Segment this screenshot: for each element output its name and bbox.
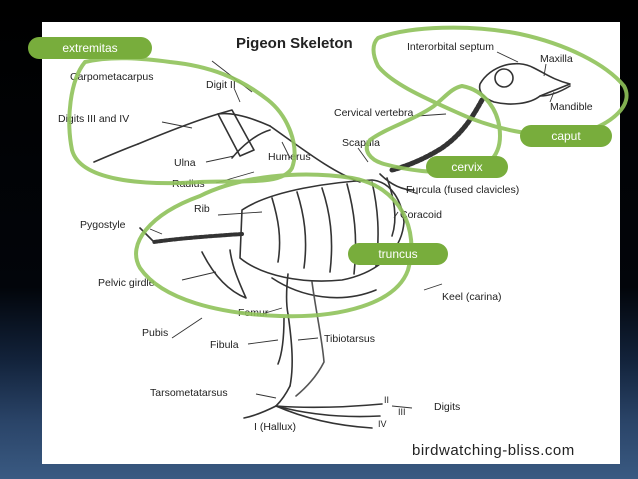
fibula-bone [277, 317, 285, 365]
rib-3 [321, 187, 333, 273]
carpometacarpus-bone [137, 113, 219, 145]
label-toe-ii: II [384, 395, 390, 405]
label-furcula: Furcula (fused clavicles) [406, 184, 520, 196]
tail-vertebrae [152, 232, 244, 244]
ribcage-outline [239, 179, 405, 282]
label-interorbital-septum: Interorbital septum [407, 41, 494, 53]
label-pygostyle: Pygostyle [80, 219, 126, 231]
label-carpometacarpus: Carpometacarpus [70, 71, 154, 83]
eye-orbit [494, 68, 514, 88]
forearm-frame [217, 109, 255, 157]
watermark: birdwatching-bliss.com [412, 442, 575, 459]
label-coracoid: Coracoid [400, 209, 443, 221]
skull-outline [478, 62, 571, 105]
label-tarsometatarsus: Tarsometatarsus [150, 387, 228, 399]
label-maxilla: Maxilla [540, 53, 573, 65]
label-digits: Digits [434, 401, 461, 413]
femur-bone [285, 273, 289, 315]
region-label-cervix: cervix [426, 156, 508, 178]
diagram-panel: Pigeon Skeleton Interorbital septum Maxi… [42, 22, 620, 464]
label-digits-iii-iv: Digits III and IV [58, 113, 130, 125]
pigeon-skeleton-drawing [93, 51, 571, 429]
rib-2 [296, 191, 307, 269]
region-label-extremitas: extremitas [28, 37, 152, 59]
ulna-bone [217, 112, 271, 127]
region-label-truncus: truncus [348, 243, 448, 265]
digit-bone [93, 143, 139, 163]
toe-3 [275, 405, 373, 429]
toe-2 [275, 405, 381, 418]
label-toe-iii: III [398, 407, 406, 417]
label-cervical-vertebra: Cervical vertebra [334, 107, 414, 119]
label-radius: Radius [172, 178, 205, 190]
label-femur: Femur [238, 307, 269, 319]
label-rib: Rib [194, 203, 210, 215]
label-toe-iv: IV [378, 419, 387, 429]
label-fibula: Fibula [210, 339, 239, 351]
toe-hallux [243, 405, 277, 419]
diagram-title: Pigeon Skeleton [236, 35, 353, 52]
label-pubis: Pubis [142, 327, 169, 339]
label-ulna: Ulna [174, 157, 196, 169]
label-digit-ii: Digit II [206, 79, 236, 91]
rib-1 [271, 197, 281, 263]
label-keel: Keel (carina) [442, 291, 502, 303]
tibiotarsus-bone [287, 313, 293, 387]
label-hallux: I (Hallux) [254, 421, 297, 433]
toe-1 [275, 403, 383, 409]
label-pelvic-girdle: Pelvic girdle [98, 277, 155, 289]
label-humerus: Humerus [268, 151, 311, 163]
region-label-caput: caput [520, 125, 612, 147]
label-scapula: Scapula [342, 137, 380, 149]
label-tibiotarsus: Tibiotarsus [324, 333, 375, 345]
label-mandible: Mandible [550, 101, 593, 113]
tarsometatarsus-bone [275, 385, 291, 407]
